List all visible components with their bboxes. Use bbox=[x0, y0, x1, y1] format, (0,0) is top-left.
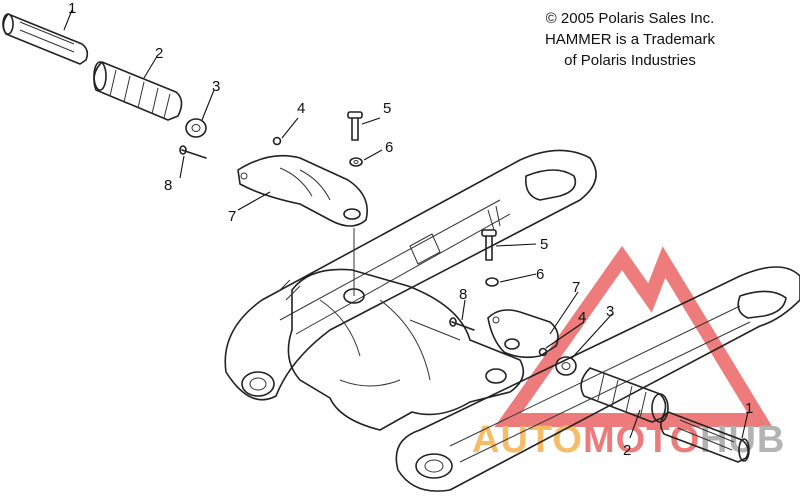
right-cotter-pin bbox=[449, 317, 475, 331]
copyright-line-1: © 2005 Polaris Sales Inc. bbox=[545, 10, 715, 27]
left-footpeg-pin bbox=[2, 13, 89, 65]
right-footpeg-pin bbox=[660, 411, 750, 463]
right-rubber-grip bbox=[580, 367, 669, 423]
callout-right-2: 2 bbox=[623, 442, 631, 459]
callout-labels-right: 1 2 3 4 5 6 7 8 bbox=[459, 236, 753, 459]
callout-right-5: 5 bbox=[540, 236, 548, 253]
copyright-line-2: HAMMER is a Trademark bbox=[544, 31, 716, 48]
copyright-line-3: of Polaris Industries bbox=[564, 52, 696, 69]
callout-left-2: 2 bbox=[155, 45, 163, 62]
callout-left-5: 5 bbox=[383, 100, 391, 117]
right-washer bbox=[555, 356, 577, 376]
callout-left-1: 1 bbox=[68, 0, 76, 17]
watermark-auto: AUTO bbox=[472, 419, 583, 461]
callout-right-7: 7 bbox=[572, 279, 580, 296]
callout-right-6: 6 bbox=[536, 266, 544, 283]
left-small-nut bbox=[272, 136, 282, 146]
callout-left-3: 3 bbox=[212, 78, 220, 95]
watermark-triangle bbox=[494, 245, 773, 427]
callout-left-8: 8 bbox=[164, 177, 172, 194]
left-rubber-grip bbox=[93, 61, 183, 121]
watermark-moto: MOTO bbox=[583, 419, 700, 461]
callout-left-7: 7 bbox=[228, 208, 236, 225]
left-washer bbox=[185, 118, 207, 138]
callout-left-4: 4 bbox=[297, 100, 305, 117]
callout-right-8: 8 bbox=[459, 286, 467, 303]
callout-left-6: 6 bbox=[385, 139, 393, 156]
right-lock-washer bbox=[485, 277, 499, 287]
right-small-nut bbox=[538, 347, 548, 357]
right-bolt bbox=[481, 229, 497, 261]
left-footrest-bracket bbox=[237, 154, 368, 227]
left-lock-washer bbox=[349, 157, 363, 167]
callout-right-1: 1 bbox=[745, 400, 753, 417]
copyright-notice: © 2005 Polaris Sales Inc. HAMMER is a Tr… bbox=[510, 8, 750, 71]
leader-lines bbox=[63, 9, 749, 439]
swingarm-frame bbox=[224, 149, 800, 492]
left-bolt bbox=[347, 111, 363, 141]
callout-right-3: 3 bbox=[606, 303, 614, 320]
callout-labels-left: 1 2 3 4 5 6 7 8 bbox=[68, 0, 393, 225]
callout-right-4: 4 bbox=[578, 309, 586, 326]
left-cotter-pin bbox=[179, 145, 207, 159]
right-footrest-bracket bbox=[487, 309, 559, 359]
